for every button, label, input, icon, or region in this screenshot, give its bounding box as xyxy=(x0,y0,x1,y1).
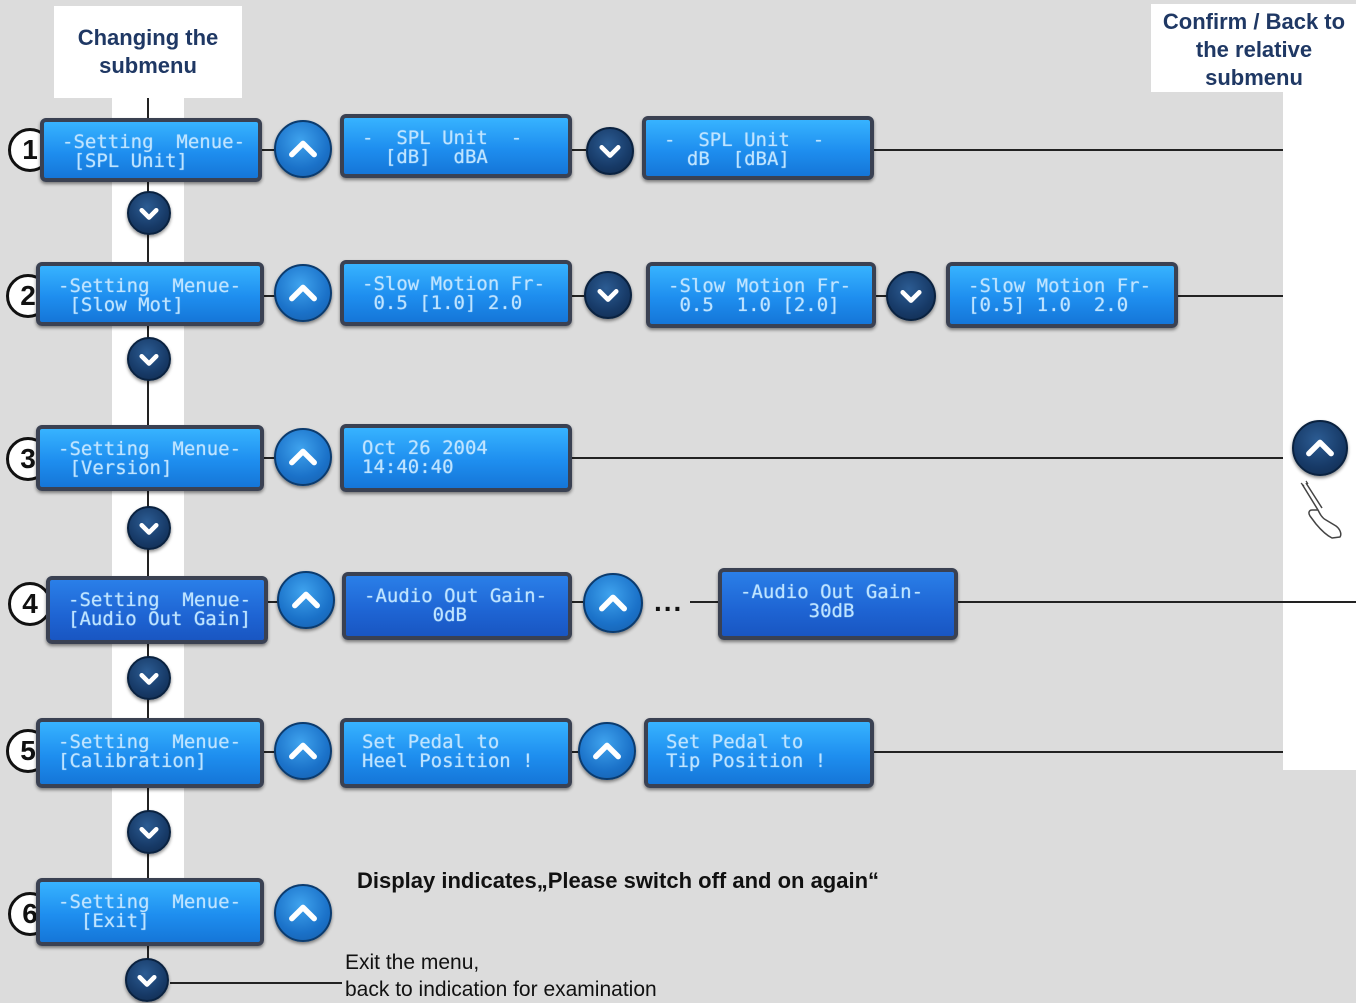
down-button[interactable] xyxy=(127,337,171,381)
up-button[interactable] xyxy=(274,120,332,178)
connector xyxy=(570,149,586,151)
connector xyxy=(690,601,718,603)
down-button[interactable] xyxy=(586,127,634,175)
menu-display-slow-mot: -Setting Menue- [Slow Mot] xyxy=(36,262,264,326)
left-header: Changing the submenu xyxy=(77,25,219,78)
right-header: Confirm / Back to the relative submenu xyxy=(1162,9,1346,90)
connector xyxy=(874,295,888,297)
ellipsis: ... xyxy=(654,586,684,617)
lcd-tip-position: Set Pedal to Tip Position ! xyxy=(644,718,874,788)
exit-line xyxy=(170,982,342,984)
connector xyxy=(265,601,279,603)
up-button[interactable] xyxy=(578,722,636,780)
left-header-box xyxy=(54,6,242,98)
lcd-audio-out-gain-0db: -Audio Out Gain- 0dB xyxy=(342,572,572,640)
menu-display-exit: -Setting Menue- [Exit] xyxy=(36,878,264,946)
lcd-slow-motion-3: -Slow Motion Fr- [0.5] 1.0 2.0 xyxy=(946,262,1178,328)
down-button[interactable] xyxy=(125,958,169,1002)
exit-note-line2: back to indication for examination xyxy=(345,978,657,1001)
up-button[interactable] xyxy=(277,571,335,629)
lcd-version-date: Oct 26 2004 14:40:40 xyxy=(340,424,572,492)
lcd-audio-out-gain-30db: -Audio Out Gain- 30dB xyxy=(718,568,958,640)
connector xyxy=(262,457,276,459)
up-button[interactable] xyxy=(274,264,332,322)
switch-off-note: Display indicates„Please switch off and … xyxy=(357,868,880,893)
lcd-slow-motion-1: -Slow Motion Fr- 0.5 [1.0] 2.0 xyxy=(340,260,572,326)
down-button[interactable] xyxy=(584,271,632,319)
connector xyxy=(262,295,276,297)
row5-line xyxy=(874,751,1283,753)
lcd-spl-unit-dba: - SPL Unit - dB [dBA] xyxy=(642,116,874,180)
down-button[interactable] xyxy=(127,506,171,550)
pointing-hand-icon xyxy=(1296,480,1346,540)
up-button[interactable] xyxy=(274,428,332,486)
row1-line xyxy=(874,149,1283,151)
exit-note-line1: Exit the menu, xyxy=(345,951,480,974)
row2-line xyxy=(1178,295,1283,297)
down-button[interactable] xyxy=(127,656,171,700)
down-button[interactable] xyxy=(127,191,171,235)
down-button[interactable] xyxy=(127,810,171,854)
lcd-slow-motion-2: -Slow Motion Fr- 0.5 1.0 [2.0] xyxy=(646,262,876,328)
menu-display-audio-out-gain: -Setting Menue- [Audio Out Gain] xyxy=(46,576,268,644)
up-button[interactable] xyxy=(274,722,332,780)
connector xyxy=(572,751,582,753)
menu-display-spl-unit: -Setting Menue- [SPL Unit] xyxy=(40,118,262,182)
connector xyxy=(570,295,586,297)
menu-display-version: -Setting Menue- [Version] xyxy=(36,425,264,491)
row4-line xyxy=(958,601,1356,603)
down-button[interactable] xyxy=(886,271,936,321)
connector xyxy=(262,751,276,753)
lcd-spl-unit-db: - SPL Unit - [dB] dBA xyxy=(340,114,572,178)
lcd-heel-position: Set Pedal to Heel Position ! xyxy=(340,718,572,788)
confirm-up-button[interactable] xyxy=(1292,420,1348,476)
connector xyxy=(570,601,584,603)
up-button[interactable] xyxy=(583,573,643,633)
up-button[interactable] xyxy=(274,884,332,942)
connector xyxy=(262,149,276,151)
right-header-box xyxy=(1151,4,1356,92)
menu-display-calibration: -Setting Menue- [Calibration] xyxy=(36,718,264,788)
row3-line xyxy=(572,457,1283,459)
